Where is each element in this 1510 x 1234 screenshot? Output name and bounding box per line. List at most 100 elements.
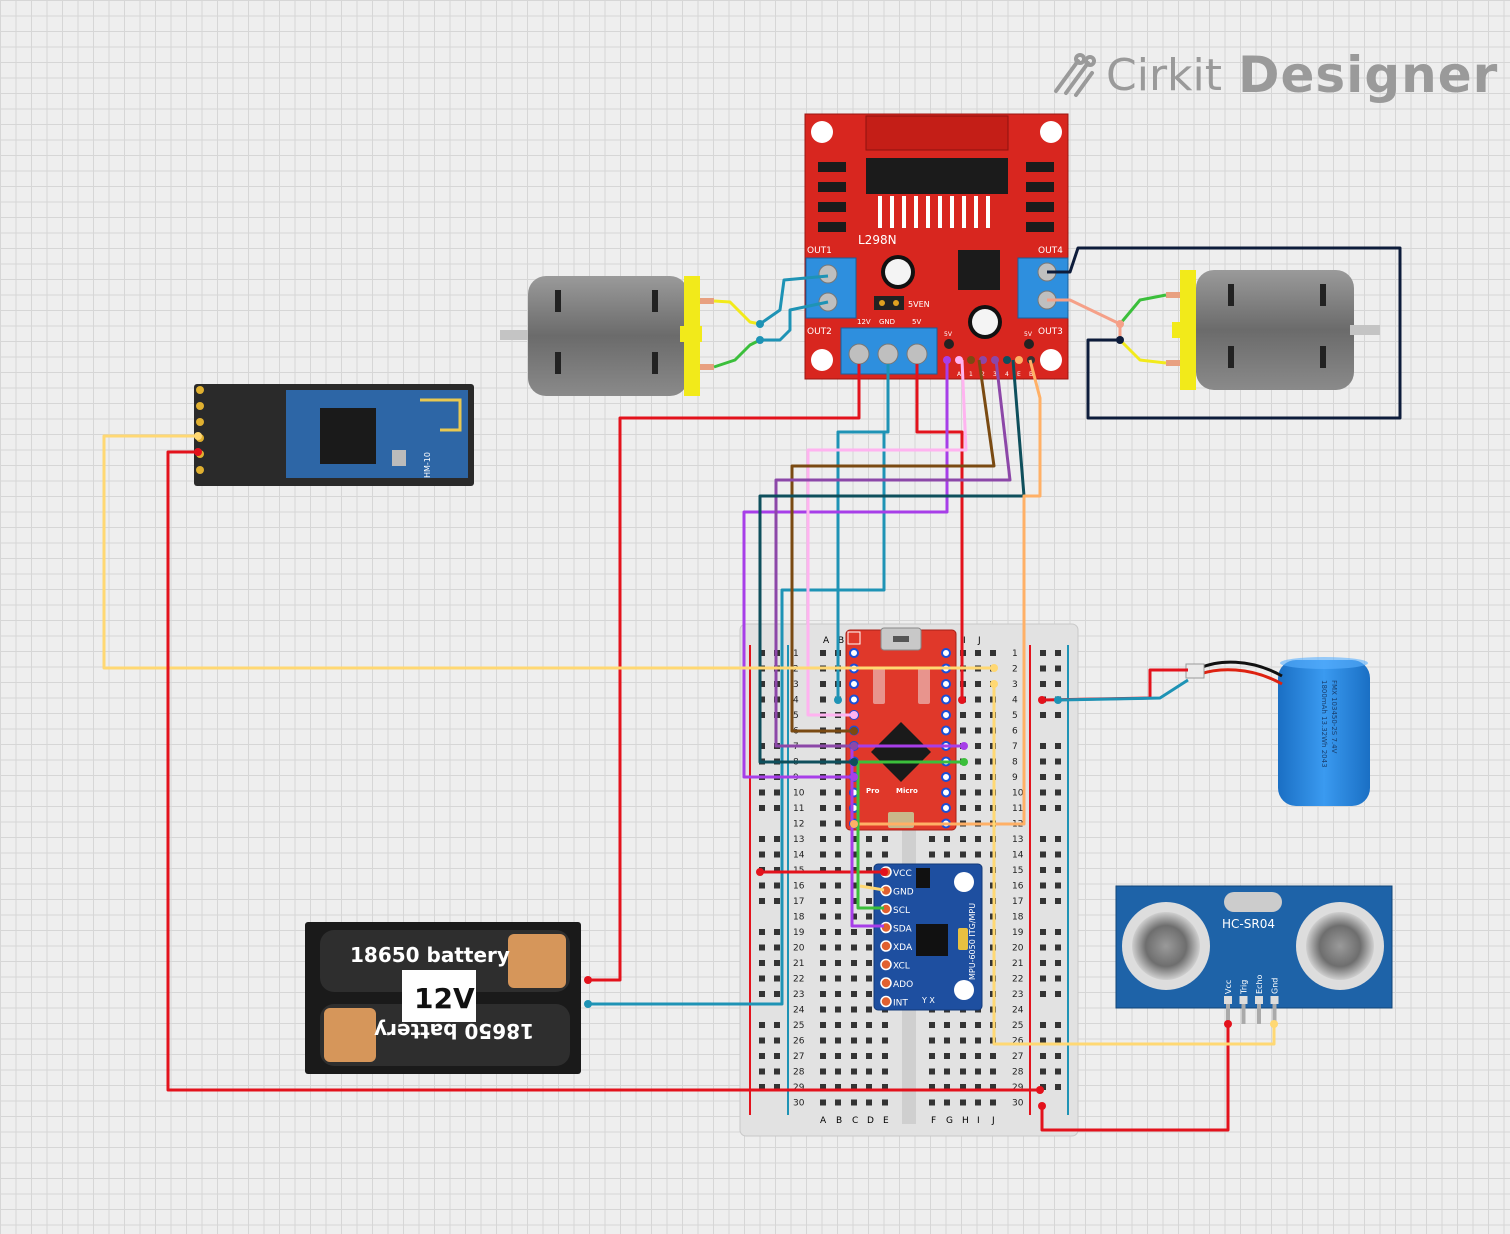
pro-micro-pin[interactable]: [941, 694, 951, 705]
rail-hole[interactable]: [1040, 665, 1046, 672]
lipo-connector[interactable]: [1185, 663, 1205, 679]
rail-hole[interactable]: [774, 789, 780, 796]
rail-hole[interactable]: [1055, 1037, 1061, 1044]
rail-hole[interactable]: [1055, 1084, 1061, 1090]
breadboard-hole[interactable]: [820, 1099, 826, 1106]
breadboard-hole[interactable]: [835, 789, 841, 796]
breadboard-hole[interactable]: [960, 836, 966, 842]
rail-hole[interactable]: [759, 789, 765, 796]
breadboard-hole[interactable]: [866, 1022, 872, 1028]
breadboard-hole[interactable]: [960, 1099, 966, 1106]
breadboard-hole[interactable]: [835, 1053, 841, 1059]
l298n-logic-pin[interactable]: [979, 356, 987, 364]
rail-hole[interactable]: [759, 805, 765, 811]
breadboard-hole[interactable]: [835, 975, 841, 982]
breadboard-hole[interactable]: [851, 1084, 857, 1090]
breadboard-hole[interactable]: [866, 991, 872, 997]
breadboard-hole[interactable]: [929, 1068, 935, 1075]
rail-hole[interactable]: [759, 1084, 765, 1090]
breadboard-hole[interactable]: [866, 1068, 872, 1075]
breadboard-hole[interactable]: [851, 1099, 857, 1106]
bt-pin[interactable]: [196, 418, 204, 426]
rail-hole[interactable]: [774, 1037, 780, 1044]
breadboard-hole[interactable]: [851, 960, 857, 966]
breadboard-hole[interactable]: [851, 929, 857, 935]
rail-hole[interactable]: [759, 975, 765, 982]
breadboard-hole[interactable]: [866, 882, 872, 889]
breadboard-hole[interactable]: [820, 820, 826, 827]
hcsr04-pin[interactable]: [1270, 996, 1279, 1004]
breadboard-hole[interactable]: [835, 882, 841, 889]
breadboard-hole[interactable]: [882, 851, 888, 858]
rail-hole[interactable]: [1055, 743, 1061, 749]
rail-hole[interactable]: [1055, 665, 1061, 672]
breadboard-hole[interactable]: [929, 1022, 935, 1028]
breadboard-hole[interactable]: [975, 727, 981, 734]
breadboard-hole[interactable]: [851, 1037, 857, 1044]
breadboard-hole[interactable]: [866, 1053, 872, 1059]
rail-hole[interactable]: [774, 851, 780, 858]
wire-endpoint[interactable]: [990, 664, 998, 672]
rail-hole[interactable]: [1055, 758, 1061, 765]
rail-hole[interactable]: [1055, 929, 1061, 935]
breadboard-hole[interactable]: [835, 991, 841, 997]
pro-micro-pin[interactable]: [849, 648, 859, 658]
rail-hole[interactable]: [1040, 975, 1046, 982]
wire-endpoint[interactable]: [1116, 336, 1124, 344]
rail-hole[interactable]: [774, 1053, 780, 1059]
breadboard-hole[interactable]: [866, 929, 872, 935]
breadboard-hole[interactable]: [975, 1084, 981, 1090]
wire-endpoint[interactable]: [584, 976, 592, 984]
rail-hole[interactable]: [759, 1037, 765, 1044]
wire-endpoint[interactable]: [194, 448, 202, 456]
breadboard-hole[interactable]: [944, 1022, 950, 1028]
breadboard-hole[interactable]: [820, 1037, 826, 1044]
rail-hole[interactable]: [759, 1053, 765, 1059]
breadboard-hole[interactable]: [866, 867, 872, 873]
breadboard-hole[interactable]: [820, 929, 826, 935]
breadboard-hole[interactable]: [882, 1068, 888, 1075]
rail-hole[interactable]: [759, 1022, 765, 1028]
breadboard-hole[interactable]: [960, 712, 966, 718]
hcsr04-pin[interactable]: [1239, 996, 1248, 1004]
rail-hole[interactable]: [1040, 929, 1046, 935]
rail-hole[interactable]: [759, 1068, 765, 1075]
breadboard-hole[interactable]: [866, 1037, 872, 1044]
wire-endpoint[interactable]: [850, 758, 858, 766]
rail-hole[interactable]: [1055, 1053, 1061, 1059]
breadboard-hole[interactable]: [960, 774, 966, 780]
wire-endpoint[interactable]: [834, 696, 842, 704]
breadboard-hole[interactable]: [960, 1022, 966, 1028]
rail-hole[interactable]: [759, 944, 765, 951]
rail-hole[interactable]: [1055, 681, 1061, 687]
rail-hole[interactable]: [1055, 944, 1061, 951]
rail-hole[interactable]: [1040, 1053, 1046, 1059]
rail-hole[interactable]: [759, 836, 765, 842]
bt-pin[interactable]: [196, 466, 204, 474]
breadboard-hole[interactable]: [975, 743, 981, 749]
breadboard-hole[interactable]: [820, 1006, 826, 1013]
rail-hole[interactable]: [774, 1022, 780, 1028]
rail-hole[interactable]: [1055, 960, 1061, 966]
breadboard-hole[interactable]: [835, 1006, 841, 1013]
breadboard-hole[interactable]: [960, 727, 966, 734]
breadboard-hole[interactable]: [851, 851, 857, 858]
rail-hole[interactable]: [774, 991, 780, 997]
breadboard-hole[interactable]: [835, 898, 841, 904]
breadboard-hole[interactable]: [851, 898, 857, 904]
wire-endpoint[interactable]: [850, 727, 858, 735]
breadboard-hole[interactable]: [866, 851, 872, 858]
breadboard-hole[interactable]: [975, 712, 981, 718]
breadboard-hole[interactable]: [835, 1099, 841, 1106]
rail-hole[interactable]: [1055, 867, 1061, 873]
breadboard-hole[interactable]: [835, 929, 841, 935]
breadboard-hole[interactable]: [975, 805, 981, 811]
breadboard-hole[interactable]: [835, 805, 841, 811]
breadboard-hole[interactable]: [975, 1022, 981, 1028]
breadboard-hole[interactable]: [866, 836, 872, 842]
screw-12v[interactable]: [848, 343, 870, 365]
breadboard-hole[interactable]: [835, 851, 841, 858]
rail-hole[interactable]: [774, 898, 780, 904]
breadboard-hole[interactable]: [975, 789, 981, 796]
rail-hole[interactable]: [1040, 712, 1046, 718]
